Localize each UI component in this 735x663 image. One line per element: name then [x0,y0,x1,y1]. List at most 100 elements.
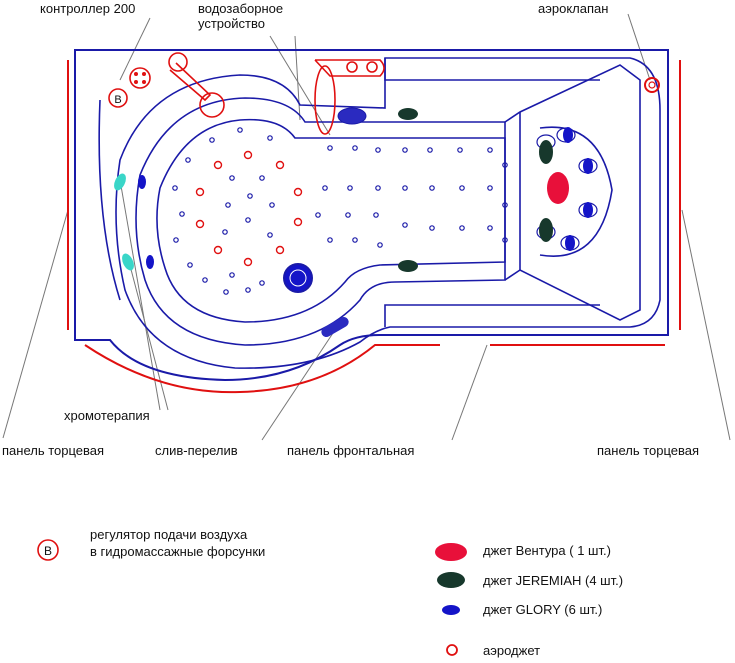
intake-knob [366,61,378,73]
ventura-jet [547,172,569,204]
microjet [173,237,179,243]
controller-dot [142,80,146,84]
faucet-arm [169,62,212,102]
microjet [222,229,228,235]
faucet-spout [199,92,225,118]
aerojet [243,257,253,267]
tub-outline [74,49,669,382]
microjet [179,211,185,217]
microjet [459,225,465,231]
microjet [459,185,465,191]
aerojets [195,150,303,267]
drain-outlet [283,263,313,293]
panel-front-curve-marker [84,344,440,394]
jeremiah-jet [539,218,553,242]
controller-knob [129,67,151,89]
legend-b-letter: B [44,544,52,558]
floor-microjets [172,127,508,295]
label-water-intake-2: устройство [198,16,265,31]
microjet [502,202,508,208]
microjet [502,237,508,243]
microjet [229,175,235,181]
label-controller: контроллер 200 [40,1,135,16]
microjet [402,222,408,228]
aerojet [293,217,303,227]
legend-regulator-1: регулятор подачи воздуха [90,527,248,542]
label-aero-valve: аэроклапан [538,1,608,16]
aerojet [213,245,223,255]
chromo-light [122,253,134,271]
legend-b-icon [37,539,59,561]
aerojet [195,187,205,197]
microjet [487,225,493,231]
microjet [487,185,493,191]
glory-jet [138,175,146,189]
air-regulator-b [108,88,128,108]
controller-dot [134,80,138,84]
microjet [225,202,231,208]
microjet [429,225,435,231]
microjet [322,185,328,191]
microjet [187,262,193,268]
microjet [402,185,408,191]
jeremiah-jet [398,108,418,120]
microjet [487,147,493,153]
intake-grid [337,107,367,125]
microjet [245,217,251,223]
microjet [202,277,208,283]
microjet [375,147,381,153]
leader-chromo-2 [127,257,169,411]
jeremiah-jets-side [398,108,418,272]
microjet [259,175,265,181]
headrest-frame [504,64,641,321]
aerojet [195,219,205,229]
controller-200: B [108,67,151,108]
microjet [269,202,275,208]
legend-ventura-label: джет Вентура ( 1 шт.) [483,543,611,558]
legend: B регулятор подачи воздуха в гидромассаж… [37,527,623,658]
label-panel-front: панель фронтальная [287,443,414,458]
label-chromotherapy: хромотерапия [64,408,150,423]
microjet [245,287,251,293]
legend-regulator-2: в гидромассажные форсунки [90,544,265,559]
tub-inner-shell [98,57,661,369]
aerojet [213,160,223,170]
chromo-light [114,173,126,191]
glory-jet [146,255,154,269]
legend-aerojet-icon [446,644,458,656]
faucet-handle [168,52,225,118]
label-water-intake-1: водозаборное [198,1,283,16]
microjet [427,147,433,153]
aerojet [275,245,285,255]
shell-inner [156,118,506,323]
faucet-base [168,52,188,72]
aero-valve-inner [648,81,656,89]
microjet [457,147,463,153]
aerojet [243,150,253,160]
microjet [347,185,353,191]
microjet [172,185,178,191]
microjet [352,145,358,151]
legend-ventura-icon [435,543,467,561]
shell-mid [135,97,506,346]
glory-jet [565,235,575,251]
leader-chromo-1 [119,179,161,411]
controller-dot [134,72,138,76]
glory-jet [563,127,573,143]
bottom-labels: хромотерапия панель торцевая слив-перели… [2,408,699,458]
leader-drain [261,329,336,441]
glory-jets-left [138,175,154,269]
leader-aero-valve [627,13,651,81]
leader-lines [2,13,731,441]
controller-dot [142,72,146,76]
legend-jeremiah-icon [437,572,465,588]
overflow-slot [321,317,349,337]
aero-valve-ring [644,77,660,93]
microjet [352,237,358,243]
jeremiah-jet [398,260,418,272]
water-intake-device [314,59,385,135]
chromotherapy-lights [114,173,134,271]
microjet [315,212,321,218]
